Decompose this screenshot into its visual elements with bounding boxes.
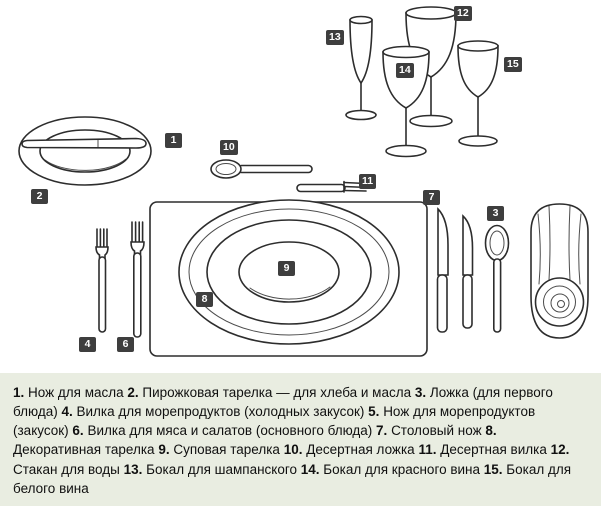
- butter-knife: [21, 137, 147, 149]
- legend-item-text: Десертная вилка: [440, 442, 551, 458]
- legend-item-text: Пирожковая тарелка — для хлеба и масла: [142, 385, 415, 400]
- legend-item-number: 11.: [418, 442, 441, 458]
- legend-item-text: Бокал для белого вина: [13, 461, 572, 496]
- diagram-label-9: 9: [278, 261, 295, 276]
- diagram-label-2: 2: [31, 189, 48, 204]
- diagram-label-10: 10: [220, 140, 238, 155]
- diagram-label-11: 11: [359, 174, 377, 189]
- legend-item-number: 8.: [485, 423, 497, 439]
- legend-item-number: 12.: [550, 442, 570, 458]
- dessert-fork: [296, 180, 369, 193]
- legend-item-number: 13.: [123, 461, 147, 477]
- bread-plate: [18, 116, 152, 186]
- legend-item-number: 6.: [72, 423, 88, 439]
- legend-item-number: 7.: [376, 423, 392, 439]
- legend-text: 1. Нож для масла 2. Пирожковая тарелка —…: [13, 383, 588, 498]
- rolled-napkin: [530, 203, 589, 339]
- diagram-label-6: 6: [117, 337, 134, 352]
- legend-item-text: Бокал для красного вина: [323, 461, 484, 477]
- dinner-fork: [130, 221, 145, 338]
- diagram-label-3: 3: [487, 206, 504, 221]
- legend-item-text: Нож для масла: [28, 385, 128, 400]
- diagram-label-1: 1: [165, 133, 182, 148]
- diagram-label-14: 14: [396, 63, 414, 78]
- seafood-fork: [95, 228, 109, 333]
- legend-item-text: Ложка (для первого блюда): [13, 385, 553, 420]
- seafood-knife: [462, 214, 474, 329]
- legend-item-text: Суповая тарелка: [173, 442, 284, 458]
- legend-item-text: Декоративная тарелка: [13, 442, 159, 458]
- diagram-label-7: 7: [423, 190, 440, 205]
- legend-item-text: Десертная ложка: [306, 442, 419, 458]
- diagram-label-8: 8: [196, 292, 213, 307]
- legend-item-text: Вилка для морепродуктов (холодных закусо…: [76, 404, 369, 420]
- legend-item-number: 14.: [300, 461, 324, 477]
- white-wine-glass: [457, 40, 499, 147]
- soup-spoon: [484, 224, 510, 333]
- legend-item-number: 1.: [13, 385, 29, 400]
- diagram-label-13: 13: [326, 30, 344, 45]
- table-setting-illustration: [18, 6, 589, 357]
- table-knife: [436, 207, 449, 333]
- champagne-glass: [345, 15, 377, 121]
- diagram-label-15: 15: [504, 57, 522, 72]
- legend-item-number: 2.: [127, 385, 143, 400]
- legend-item-number: 4.: [61, 404, 77, 420]
- legend-item-text: Нож для морепродуктов (закусок): [13, 404, 536, 439]
- diagram-label-4: 4: [79, 337, 96, 352]
- legend-item-text: Вилка для мяса и салатов (основного блюд…: [87, 423, 377, 439]
- legend-item-number: 5.: [368, 404, 384, 420]
- legend-item-number: 3.: [414, 385, 430, 400]
- legend-item-text: Бокал для шампанского: [146, 461, 301, 477]
- diagram-label-12: 12: [454, 6, 472, 21]
- legend-item-number: 15.: [483, 461, 507, 477]
- legend-item-number: 10.: [283, 442, 307, 458]
- legend-item-text: Стакан для воды: [13, 461, 124, 477]
- red-wine-glass: [382, 45, 430, 158]
- legend-item-text: Столовый нож: [391, 423, 486, 439]
- legend: 1. Нож для масла 2. Пирожковая тарелка —…: [0, 373, 601, 506]
- legend-item-number: 9.: [158, 442, 174, 458]
- dessert-spoon: [210, 159, 313, 179]
